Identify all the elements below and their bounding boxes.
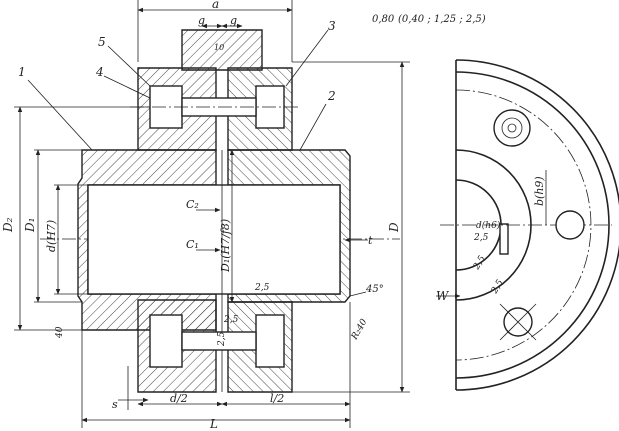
pin-hole-right	[555, 210, 585, 240]
label-l-half: l/2	[270, 392, 284, 405]
roughness-right-2: 2,5	[471, 254, 487, 272]
label-d-h6: d(h6)	[476, 220, 501, 231]
label-g-right: g	[230, 14, 237, 27]
leader-5	[107, 45, 151, 87]
pin-hole-top-core	[507, 123, 517, 133]
callout-1: 1	[18, 65, 26, 79]
roughness-10: 10	[214, 43, 224, 52]
pin-hole-bottom-cross-b	[499, 303, 537, 341]
label-D1-fit: D₁(H7/f8)	[219, 219, 232, 273]
label-C2: C₂	[186, 198, 199, 211]
roughness-right: 2,5	[473, 233, 489, 243]
roughness-right-3: 2,5	[489, 278, 505, 296]
pin-hole-top-inner	[501, 117, 523, 139]
tooth-crown-top	[181, 29, 263, 71]
roughness-top-main: 0,80	[372, 14, 395, 25]
label-dH7: d(H7)	[45, 220, 58, 252]
roughness-25b: 2,5	[223, 315, 239, 325]
leader-4	[103, 75, 151, 99]
label-s: s	[112, 398, 118, 411]
leader-2	[299, 103, 327, 151]
callout-4: 4	[95, 65, 104, 79]
end-view	[436, 59, 619, 391]
label-L: L	[209, 417, 218, 431]
leader-1	[27, 79, 93, 151]
leader-chamfer	[349, 291, 367, 297]
pin-hole-top	[493, 109, 531, 147]
label-d-half: d/2	[170, 392, 188, 405]
label-a: a	[212, 0, 219, 11]
label-D2: D₂	[1, 217, 15, 233]
callout-5: 5	[98, 35, 106, 49]
keyway	[499, 223, 509, 255]
roughness-25a: 2,5	[254, 283, 270, 293]
label-b-h9: b(h9)	[533, 176, 546, 206]
roughness-40b: R₂40	[349, 317, 369, 342]
label-W: W	[436, 289, 450, 303]
label-g-left: g	[198, 14, 205, 27]
section-view	[14, 0, 410, 428]
label-t: t	[368, 234, 373, 247]
pin-shank-bottom	[181, 331, 257, 351]
leader-3	[285, 29, 329, 87]
pin-pocket-right-bottom	[255, 314, 285, 368]
callout-2: 2	[327, 89, 336, 103]
label-D1: D₁	[23, 218, 37, 233]
outer-circle-inner	[455, 71, 610, 379]
shaft-bore	[87, 184, 341, 295]
pin-pocket-left-bottom	[149, 314, 183, 368]
outer-circle	[455, 59, 619, 391]
label-D: D	[387, 222, 401, 233]
roughness-top-group: (0,40 ; 1,25 ; 2,5)	[398, 14, 486, 25]
callout-3: 3	[328, 19, 336, 33]
roughness-40a: 40	[55, 326, 65, 339]
label-chamfer: 45°	[365, 284, 384, 295]
label-C1: C₁	[186, 238, 199, 251]
roughness-25c: 2,5	[217, 331, 227, 347]
